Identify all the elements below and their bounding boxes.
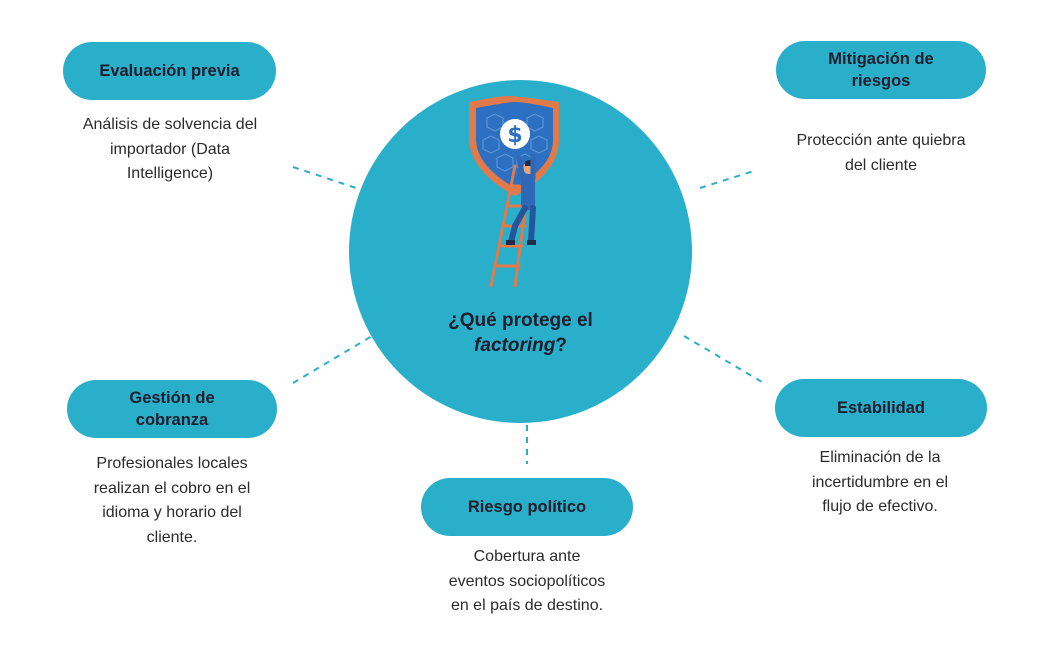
- pill-mitigacion-riesgos: Mitigación de riesgos: [776, 41, 986, 99]
- desc-estabilidad: Eliminación de la incertidumbre en el fl…: [811, 449, 949, 515]
- desc-evaluacion-previa: Análisis de solvencia del importador (Da…: [82, 116, 258, 182]
- connector-mitigacion: [699, 169, 758, 189]
- connector-evaluacion: [292, 166, 357, 189]
- pill-estabilidad: Estabilidad: [775, 379, 987, 437]
- pill-riesgo-politico: Riesgo político: [421, 478, 633, 536]
- center-title-emphasis: factoring: [474, 335, 556, 356]
- center-title-suffix: ?: [555, 335, 567, 356]
- person-on-ladder-with-dollar-shield-icon: $: [469, 96, 559, 288]
- pill-label: Evaluación previa: [99, 62, 240, 80]
- center-title-prefix: ¿Qué protege el: [448, 310, 593, 331]
- desc-mitigacion-riesgos: Protección ante quiebra del cliente: [796, 132, 966, 174]
- pill-gestion-cobranza: Gestión de cobranza: [67, 380, 277, 438]
- pill-evaluacion-previa: Evaluación previa: [63, 42, 276, 100]
- svg-text:$: $: [507, 123, 522, 148]
- desc-gestion-cobranza: Profesionales locales realizan el cobro …: [93, 455, 251, 546]
- desc-riesgo-politico: Cobertura ante eventos sociopolíticos en…: [448, 548, 606, 614]
- center-circle: $: [349, 80, 692, 423]
- connector-gestion: [292, 335, 373, 384]
- center-title: ¿Qué protege el factoring?: [389, 308, 652, 358]
- connector-estabilidad: [683, 335, 763, 383]
